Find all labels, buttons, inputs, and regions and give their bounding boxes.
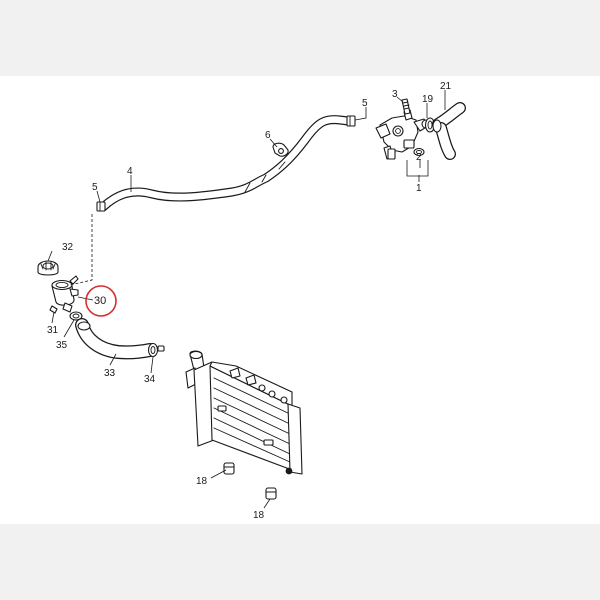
callout-5-upper: 5 (362, 98, 368, 109)
upper-hose (98, 115, 353, 212)
callout-32: 32 (62, 242, 74, 253)
hose-clamp-left (96, 201, 106, 212)
filler-neck-part-30 (51, 275, 79, 313)
callout-6: 6 (265, 130, 271, 141)
callout-5-lower: 5 (92, 182, 98, 193)
clamp-part-35 (69, 311, 83, 321)
grommet-part-18-left (223, 462, 235, 475)
callout-3: 3 (392, 89, 398, 100)
radiator (185, 350, 303, 475)
bolt-part-3 (401, 98, 411, 115)
hose-clamp-right (346, 115, 356, 127)
callout-labels: 21 19 3 5 6 2 1 4 5 32 30 31 35 33 34 18… (47, 81, 452, 521)
callout-1: 1 (416, 183, 422, 194)
housing-fitting (387, 148, 396, 160)
o-ring-part-2 (413, 147, 425, 157)
callout-18-left: 18 (196, 476, 208, 487)
callout-21: 21 (440, 81, 452, 92)
callout-33: 33 (104, 368, 116, 379)
callout-4: 4 (127, 166, 133, 177)
callout-18-right: 18 (253, 510, 265, 521)
hose-part-21 (432, 102, 466, 160)
clamp-part-19 (424, 117, 436, 133)
callout-19: 19 (422, 94, 434, 105)
lower-hose-part-33 (75, 318, 157, 360)
callout-35: 35 (56, 340, 68, 351)
radiator-cap-part-32 (37, 260, 59, 276)
leader-lines (47, 90, 446, 509)
thermostat-housing (375, 109, 431, 160)
highlight-ring-part-30 (85, 285, 117, 317)
grommet-part-18-right (265, 487, 277, 500)
callout-34: 34 (144, 374, 156, 385)
clamp-part-34 (147, 342, 165, 358)
callout-31: 31 (47, 325, 59, 336)
callout-2: 2 (416, 152, 422, 163)
screw-part-31 (49, 305, 58, 314)
callout-30: 30 (94, 295, 106, 307)
